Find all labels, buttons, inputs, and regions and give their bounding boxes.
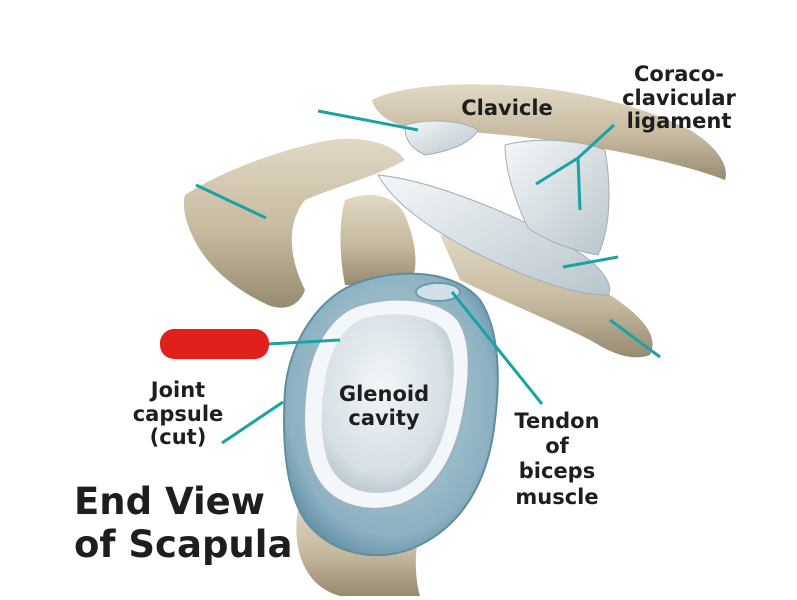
leader-lines [195, 109, 661, 445]
leader-line-lig-a [576, 123, 616, 160]
leader-line-acromion [609, 318, 661, 359]
label-glenoid-cavity: Glenoid cavity [338, 382, 430, 430]
biceps-tendon [415, 282, 461, 302]
redaction-mark [160, 329, 269, 359]
glenoid-cavity-surface [321, 314, 454, 493]
leader-line-acromioclavicular [317, 109, 419, 132]
caption-end-view-of-scapula: End View of Scapula [74, 480, 293, 566]
leader-line-coracoid [195, 183, 267, 220]
leader-line-labrum [267, 338, 341, 346]
coracoacromial-ligament [377, 174, 611, 296]
leader-line-lig-c [576, 157, 582, 211]
label-coracoclavicular-ligament: Coraco- clavicular ligament [622, 62, 736, 134]
leader-line-tendon [450, 291, 544, 405]
label-tendon-of-biceps: Tendon of biceps muscle [514, 409, 600, 509]
coracoclavicular-ligament [504, 139, 610, 256]
clavicle-bone [372, 84, 726, 180]
scapula-neck [340, 195, 416, 285]
coracoid-process [183, 138, 405, 308]
leader-line-coracoacromial [562, 255, 619, 269]
label-clavicle: Clavicle [461, 96, 553, 120]
label-joint-capsule: Joint capsule (cut) [132, 378, 224, 450]
leader-line-capsule [221, 400, 284, 445]
acromioclavicular-ligament [404, 120, 479, 156]
leader-line-lig-b [535, 156, 579, 186]
acromion-process [440, 235, 653, 358]
